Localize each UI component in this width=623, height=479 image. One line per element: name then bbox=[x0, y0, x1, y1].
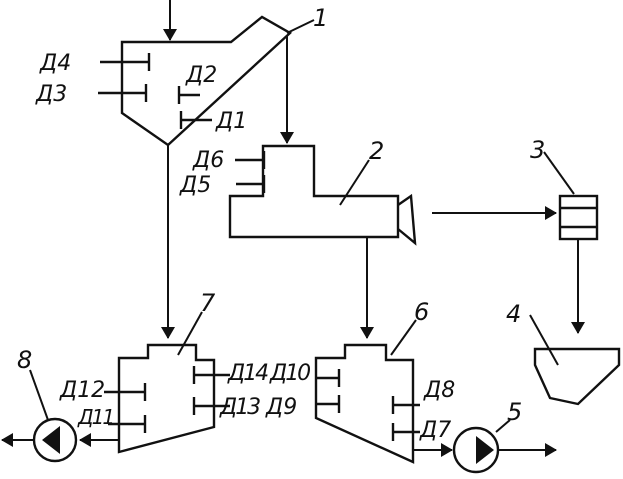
sensor-d14-mark bbox=[192, 366, 230, 384]
sensor-d13-mark bbox=[192, 397, 230, 415]
callout-4-leader bbox=[529, 314, 559, 366]
sensor-d13-label: Д13 bbox=[219, 395, 260, 420]
sensor-d3-label: Д3 bbox=[35, 82, 67, 107]
unit-3-box bbox=[558, 194, 599, 241]
callout-7-leader bbox=[177, 311, 203, 356]
sensor-d1-label: Д1 bbox=[215, 109, 247, 134]
sensor-d7-mark bbox=[391, 423, 420, 441]
unit-2-machine bbox=[228, 144, 417, 246]
callout-1-leader bbox=[286, 19, 315, 34]
callout-7: 7 bbox=[200, 289, 216, 317]
callout-8-leader bbox=[29, 369, 49, 421]
sensor-d8-mark bbox=[391, 396, 420, 414]
sensor-d10-label: Д10 bbox=[269, 361, 310, 386]
callout-2-leader bbox=[339, 159, 370, 206]
sensor-d4-label: Д4 bbox=[39, 51, 71, 76]
sensor-d11-label: Д11 bbox=[77, 405, 113, 429]
sensor-d6-mark bbox=[235, 151, 266, 169]
sensor-d10-mark bbox=[316, 369, 341, 387]
callout-2: 2 bbox=[369, 137, 384, 165]
callout-3: 3 bbox=[530, 136, 545, 164]
sensor-d5-mark bbox=[236, 175, 266, 193]
sensor-d9-mark bbox=[316, 395, 341, 413]
sensor-d3-mark bbox=[98, 84, 148, 102]
unit-7-box bbox=[117, 343, 216, 454]
sensor-d1-mark bbox=[179, 111, 212, 129]
sensor-d7-label: Д7 bbox=[419, 418, 451, 443]
sensor-d8-label: Д8 bbox=[423, 378, 455, 403]
sensor-d14-label: Д14 bbox=[227, 361, 268, 386]
sensor-d4-mark bbox=[100, 53, 151, 71]
unit-6-box bbox=[314, 343, 415, 464]
callout-6: 6 bbox=[414, 298, 429, 326]
callout-5-leader bbox=[495, 419, 511, 433]
unit-4-container bbox=[533, 347, 621, 406]
sensor-d12-mark bbox=[104, 383, 147, 401]
pump-5 bbox=[452, 426, 500, 474]
sensor-d2-label: Д2 bbox=[185, 63, 217, 88]
callout-5: 5 bbox=[507, 398, 522, 426]
pump-8 bbox=[32, 417, 78, 463]
callout-3-leader bbox=[543, 151, 575, 195]
callout-1: 1 bbox=[313, 4, 328, 32]
sensor-d9-label: Д9 bbox=[265, 395, 297, 420]
sensor-d11-mark bbox=[108, 415, 147, 433]
sensor-d6-label: Д6 bbox=[192, 148, 224, 173]
callout-8: 8 bbox=[17, 346, 32, 374]
sensor-d5-label: Д5 bbox=[179, 173, 211, 198]
callout-6-leader bbox=[390, 319, 417, 356]
callout-4: 4 bbox=[506, 300, 521, 328]
unit-1-hopper bbox=[120, 15, 293, 147]
sensor-d2-mark bbox=[177, 86, 200, 104]
sensor-d12-label: Д12 bbox=[59, 378, 105, 403]
